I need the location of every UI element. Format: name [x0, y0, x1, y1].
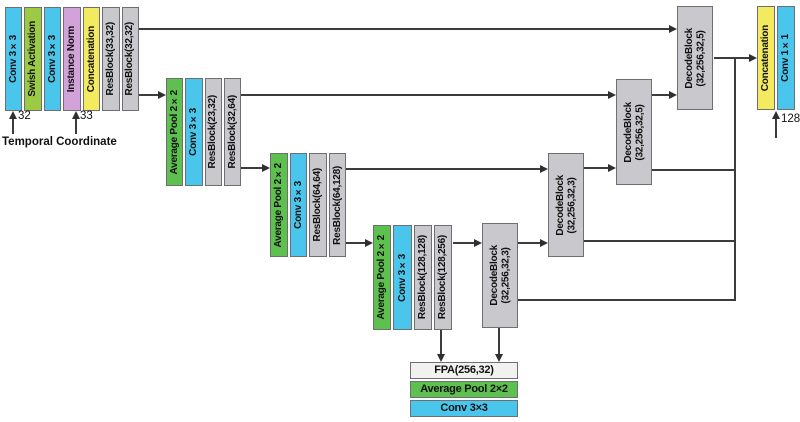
skip-enc1-to-dec4 [139, 28, 670, 30]
decode-block-3-cell-0: DecodeBlock (32,256,32,5) [616, 79, 652, 185]
dec3-aggregate-line [652, 169, 736, 171]
dec4-to-output [714, 57, 750, 59]
dec1-to-fpa-arrowhead [494, 354, 503, 362]
decode-block-4-cell-0: DecodeBlock (32,256,32,5) [677, 6, 713, 110]
decode-block-3: DecodeBlock (32,256,32,5) [616, 79, 652, 185]
encoder-block-4-cell-2: ResBlock(128,128) [413, 225, 432, 330]
temporal-channels-label: 33 [80, 110, 93, 122]
dec2-aggregate-line [584, 240, 736, 242]
enc3-to-enc4 [346, 242, 366, 244]
fpa-block-label-0: FPA(256,32) [434, 364, 494, 377]
temporal-coordinate-arrow [75, 118, 77, 134]
fpa-block-cell-1: Average Pool 2×2 [410, 381, 518, 398]
encoder-block-1-cell-2: Conv 3×3 [43, 7, 62, 111]
encoder-block-2-cell-1: Conv 3×3 [185, 78, 203, 186]
encoder-block-1-cell-5: ResBlock(33,32) [102, 7, 120, 111]
dec1-to-dec2-arrowhead [540, 238, 548, 247]
enc3-to-enc4-arrowhead [365, 238, 373, 247]
encoder-block-3-cell-3: ResBlock(64,128) [328, 153, 346, 257]
skip-enc1-to-dec4-arrowhead [669, 24, 677, 33]
enc2-to-enc3-arrowhead [262, 163, 270, 172]
dec1-to-dec2 [518, 242, 541, 244]
enc4-to-dec1-arrowhead [474, 238, 482, 247]
enc2-to-enc3 [241, 167, 263, 169]
output-128-arrow-arrowhead [771, 111, 780, 119]
encoder-block-4-cell-3: ResBlock(128,256) [433, 225, 452, 330]
skip-enc3-to-dec2-arrowhead [540, 164, 548, 173]
aggregate-vertical-line [734, 58, 736, 300]
decode-block-1-cell-0: DecodeBlock (32,256,32,3) [482, 223, 518, 328]
skip-enc2-to-dec3-arrowhead [608, 90, 616, 99]
fpa-block-label-2: Conv 3×3 [440, 402, 488, 415]
enc4-to-fpa [440, 330, 442, 355]
dec1-to-fpa [498, 328, 500, 355]
encoder-block-1-cell-0: Conv 3×3 [5, 7, 23, 111]
skip-enc2-to-dec3 [241, 94, 609, 96]
encoder-block-1-cell-1: Swish Activation [24, 7, 42, 111]
fpa-block-label-1: Average Pool 2×2 [420, 383, 508, 396]
encoder-block-3-cell-1: Conv 3×3 [289, 153, 307, 257]
decode-block-2-cell-0: DecodeBlock (32,256,32,3) [548, 153, 584, 257]
encoder-block-1-cell-4: Concatenation [82, 7, 101, 111]
enc1-to-enc2 [139, 94, 159, 96]
dec1-aggregate-line [518, 299, 736, 301]
encoder-block-4-cell-1: Conv 3×3 [393, 225, 412, 330]
dec2-to-dec3 [584, 167, 609, 169]
skip-enc3-to-dec2 [346, 168, 541, 170]
dec4-to-output-arrowhead [749, 53, 757, 62]
enc4-to-fpa-arrowhead [436, 354, 445, 362]
dec2-to-dec3-arrowhead [608, 163, 616, 172]
output-block-cell-0: Concatenation [757, 6, 775, 110]
input-arrow-arrowhead [8, 111, 17, 119]
output-block-cell-1: Conv 1×1 [777, 6, 795, 110]
dec3-to-dec4-arrowhead [669, 90, 677, 99]
decode-block-4: DecodeBlock (32,256,32,5) [677, 6, 713, 110]
encoder-block-1-cell-6: ResBlock(32,32) [121, 7, 139, 111]
encoder-block-3-cell-0: Average Pool 2×2 [270, 153, 288, 257]
input-arrow [12, 118, 14, 134]
output-128-arrow [775, 118, 777, 138]
enc4-to-dec1 [453, 242, 475, 244]
decode-block-2: DecodeBlock (32,256,32,3) [548, 153, 584, 257]
dec3-to-dec4 [652, 94, 670, 96]
fpa-block-cell-0: FPA(256,32) [410, 362, 518, 379]
encoder-block-2-cell-2: ResBlock(23,32) [204, 78, 222, 186]
decode-block-1: DecodeBlock (32,256,32,3) [482, 223, 518, 328]
temporal-coordinate-arrow-arrowhead [71, 111, 80, 119]
temporal-coordinate-label: Temporal Coordinate [2, 136, 117, 148]
encoder-block-1-cell-3: Instance Norm [63, 7, 81, 111]
encoder-block-4-cell-0: Average Pool 2×2 [373, 225, 392, 330]
encoder-block-3-cell-2: ResBlock(64,64) [309, 153, 327, 257]
enc1-to-enc2-arrowhead [158, 90, 166, 99]
encoder-block-2-cell-0: Average Pool 2×2 [166, 78, 184, 186]
fpa-block-cell-2: Conv 3×3 [410, 400, 518, 417]
output-channels-label: 128 [781, 113, 800, 125]
input-channels-label: 32 [18, 110, 31, 122]
encoder-block-2-cell-3: ResBlock(32,64) [223, 78, 241, 186]
